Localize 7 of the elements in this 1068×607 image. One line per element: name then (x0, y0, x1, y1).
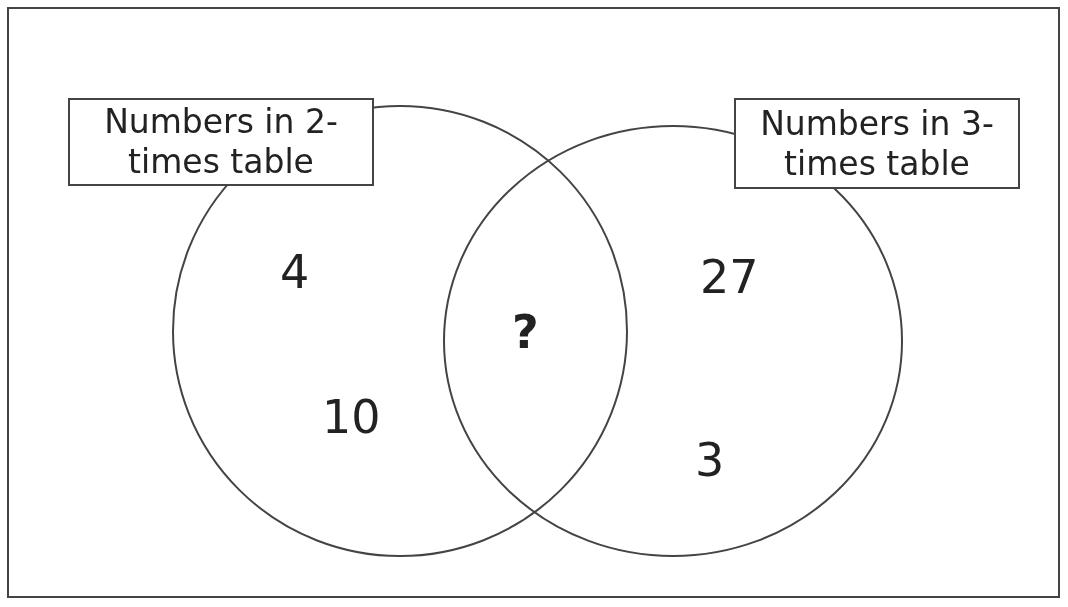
set-member-number: 10 (322, 390, 381, 444)
set-label-box: Numbers in 2-times table (68, 98, 374, 186)
set-member-number: 27 (700, 250, 759, 304)
set-label-box: Numbers in 3-times table (734, 98, 1020, 189)
set-member-number: ? (512, 305, 539, 359)
set-member-number: 3 (695, 433, 725, 487)
set-member-number: 4 (280, 245, 310, 299)
